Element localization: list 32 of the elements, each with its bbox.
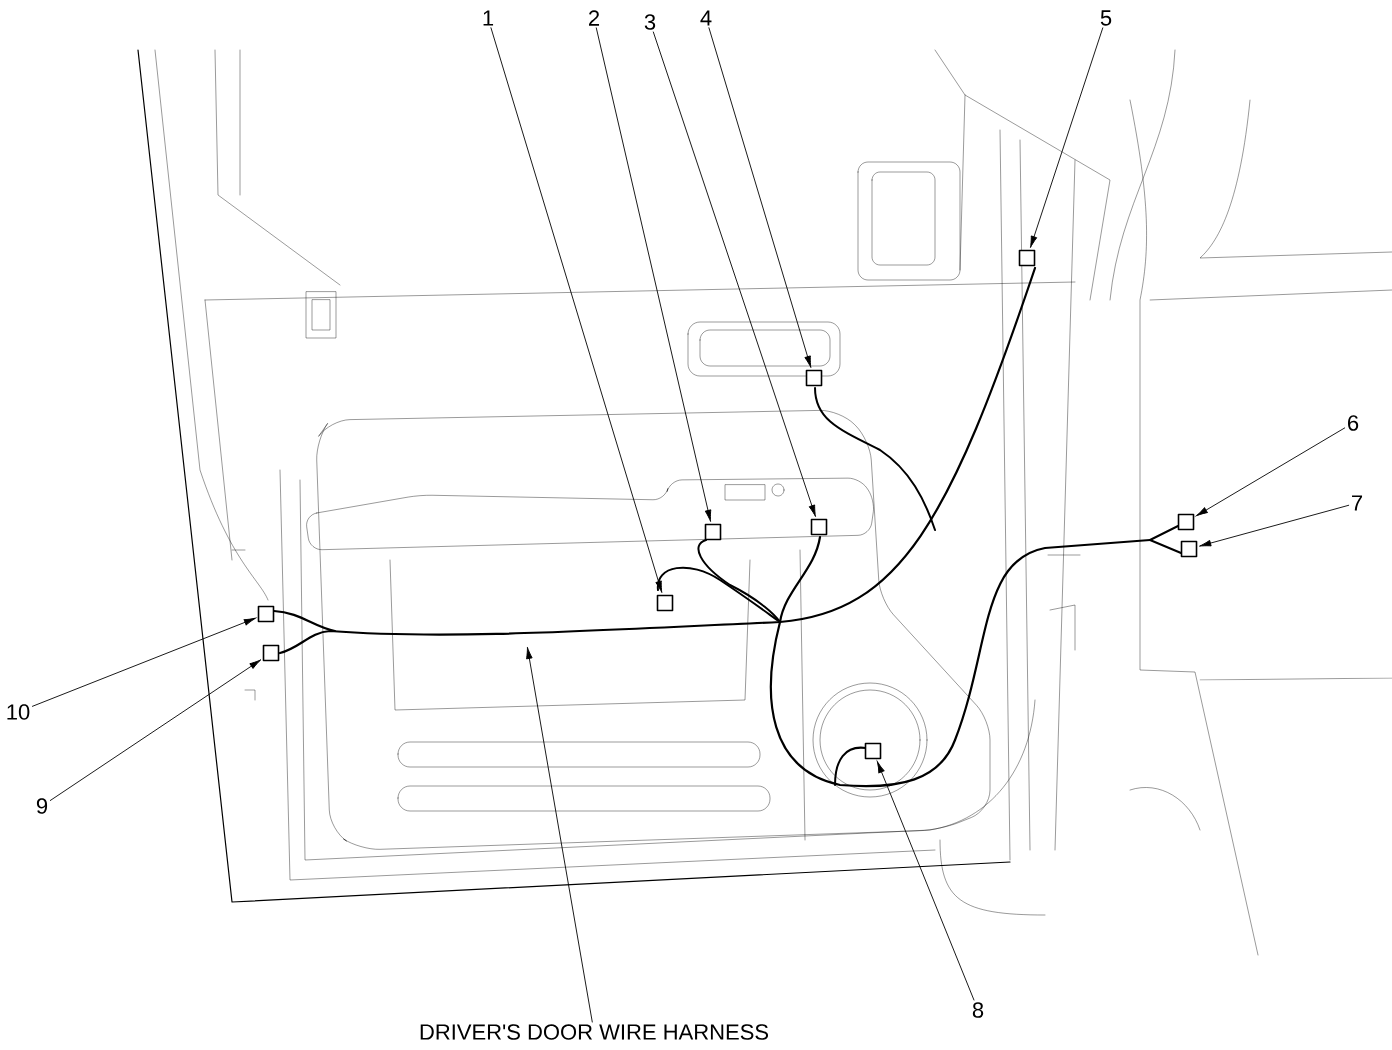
connector: [805, 369, 823, 387]
connector: [656, 594, 674, 612]
callout-number: 7: [1352, 495, 1363, 511]
leader-line: [32, 617, 256, 707]
leader-line: [652, 31, 816, 517]
callout-number: 8: [972, 1002, 984, 1018]
callout-number: 5: [1100, 10, 1112, 26]
callout-number: 10: [7, 704, 30, 720]
connector: [257, 605, 275, 623]
callout-number: 4: [700, 10, 712, 26]
leader-line: [708, 27, 812, 368]
callout-number: 6: [1348, 415, 1359, 431]
connector: [1180, 540, 1198, 558]
callout-number: 1: [483, 10, 494, 26]
harness-label: DRIVER'S DOOR WIRE HARNESS: [420, 1024, 769, 1040]
leader-line: [526, 647, 593, 1023]
callout-number: 2: [589, 10, 600, 26]
connector: [810, 518, 828, 536]
leader-line: [595, 27, 712, 522]
connector: [1018, 249, 1036, 267]
connector: [864, 742, 882, 760]
leader-line: [1196, 427, 1346, 517]
leader-line: [1030, 27, 1104, 248]
leader-line: [49, 659, 261, 801]
leader-line: [876, 761, 975, 1001]
callout-number: 9: [36, 798, 48, 814]
leader-line: [490, 27, 663, 593]
leader-line: [1199, 504, 1350, 547]
callout-number: 3: [644, 14, 656, 30]
connector: [1177, 513, 1195, 531]
connector: [262, 644, 280, 662]
connector: [704, 523, 722, 541]
